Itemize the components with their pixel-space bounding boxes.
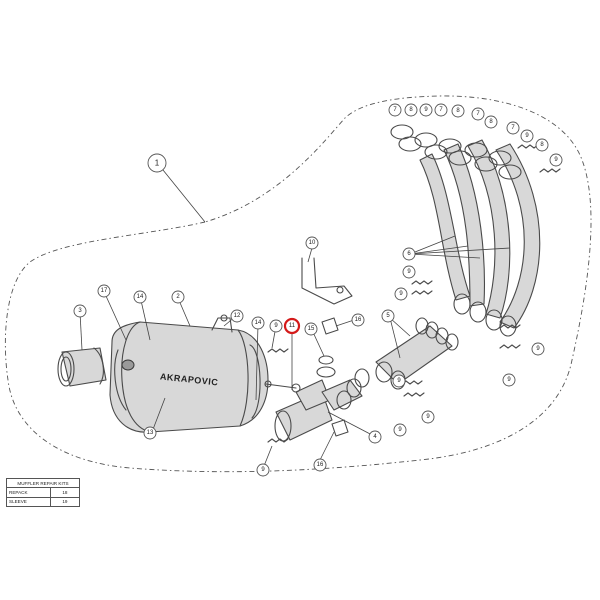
muffler-end-cap-bolt xyxy=(121,359,135,371)
mounting-bracket-part xyxy=(301,257,353,305)
callouts: 1 17 14 2 3 12 13 14 9 11 15 16 10 4 16 … xyxy=(73,103,563,477)
svg-text:5: 5 xyxy=(386,313,390,319)
svg-text:9: 9 xyxy=(407,269,411,275)
callout-15[interactable]: 15 xyxy=(304,322,318,336)
svg-text:2: 2 xyxy=(176,294,180,300)
leader-lines xyxy=(79,169,511,467)
callout-13[interactable]: 13 xyxy=(143,426,157,440)
tailpipe-tip-part xyxy=(57,347,107,387)
svg-text:1: 1 xyxy=(155,159,160,168)
callout-7-c[interactable]: 7 xyxy=(471,107,485,121)
svg-text:8: 8 xyxy=(456,108,460,114)
callout-9-a[interactable]: 9 xyxy=(269,319,283,333)
callout-6[interactable]: 6 xyxy=(402,247,416,261)
table-row: SLEEVE 19 xyxy=(6,496,81,508)
svg-text:9: 9 xyxy=(536,346,540,352)
header-pipes-part xyxy=(390,124,541,337)
callout-17[interactable]: 17 xyxy=(97,284,111,298)
assembly-boundary-outline xyxy=(4,95,592,473)
callout-8-a[interactable]: 8 xyxy=(404,103,418,117)
callout-9-e[interactable]: 9 xyxy=(531,342,545,356)
svg-text:17: 17 xyxy=(101,288,108,294)
callout-8-b[interactable]: 8 xyxy=(451,104,465,118)
svg-text:13: 13 xyxy=(147,430,154,436)
svg-text:9: 9 xyxy=(397,378,401,384)
callout-7-d[interactable]: 7 xyxy=(506,121,520,135)
svg-text:12: 12 xyxy=(234,313,241,319)
muffler-part: AKRAPOVIC xyxy=(109,314,269,433)
callout-8-d[interactable]: 8 xyxy=(535,138,549,152)
svg-text:8: 8 xyxy=(409,107,413,113)
callout-3[interactable]: 3 xyxy=(73,304,87,318)
callout-1[interactable]: 1 xyxy=(147,153,167,173)
callout-4[interactable]: 4 xyxy=(368,430,382,444)
svg-text:10: 10 xyxy=(309,240,316,246)
svg-text:4: 4 xyxy=(373,434,377,440)
svg-text:7: 7 xyxy=(511,125,515,131)
svg-text:9: 9 xyxy=(424,107,428,113)
repair-kit-label: SLEEVE xyxy=(6,496,51,508)
table-row: REPACK 18 xyxy=(6,487,81,498)
callout-9-b[interactable]: 9 xyxy=(256,463,270,477)
callout-14[interactable]: 14 xyxy=(133,290,147,304)
svg-text:9: 9 xyxy=(554,157,558,163)
clamps-part xyxy=(316,317,349,437)
callout-9-l[interactable]: 9 xyxy=(549,153,563,167)
svg-text:7: 7 xyxy=(393,107,397,113)
collector-part xyxy=(375,317,459,390)
svg-text:8: 8 xyxy=(540,142,544,148)
repair-kits-title: MUFFLER REPAIR KITS xyxy=(6,477,80,489)
repair-kit-value: 18 xyxy=(49,487,81,498)
svg-text:9: 9 xyxy=(426,414,430,420)
callout-9-f[interactable]: 9 xyxy=(502,373,516,387)
repair-kit-value: 19 xyxy=(49,496,81,508)
callout-5[interactable]: 5 xyxy=(381,309,395,323)
svg-text:7: 7 xyxy=(476,111,480,117)
callout-8-c[interactable]: 8 xyxy=(484,115,498,129)
callout-9-g[interactable]: 9 xyxy=(392,374,406,388)
springs-part xyxy=(267,144,561,443)
svg-text:9: 9 xyxy=(507,377,511,383)
link-pipe-part xyxy=(264,368,370,442)
callout-9-j[interactable]: 9 xyxy=(419,103,433,117)
svg-text:16: 16 xyxy=(317,462,324,468)
callout-7-b[interactable]: 7 xyxy=(434,103,448,117)
callout-14b[interactable]: 14 xyxy=(251,316,265,330)
svg-text:3: 3 xyxy=(78,308,82,314)
svg-text:9: 9 xyxy=(261,467,265,473)
svg-text:9: 9 xyxy=(398,427,402,433)
callout-12[interactable]: 12 xyxy=(230,309,244,323)
callout-7-a[interactable]: 7 xyxy=(388,103,402,117)
svg-text:9: 9 xyxy=(274,323,278,329)
callout-9-h[interactable]: 9 xyxy=(421,410,435,424)
callout-16-b[interactable]: 16 xyxy=(313,458,327,472)
callout-9-k[interactable]: 9 xyxy=(520,129,534,143)
callout-16-a[interactable]: 16 xyxy=(351,313,365,327)
repair-kits-table: MUFFLER REPAIR KITS REPACK 18 SLEEVE 19 xyxy=(6,477,81,508)
callout-9-d[interactable]: 9 xyxy=(394,287,408,301)
callout-9-i[interactable]: 9 xyxy=(393,423,407,437)
svg-text:9: 9 xyxy=(399,291,403,297)
callout-2[interactable]: 2 xyxy=(171,290,185,304)
svg-text:14: 14 xyxy=(255,320,262,326)
svg-text:7: 7 xyxy=(439,107,443,113)
repair-kit-label: REPACK xyxy=(6,487,51,498)
svg-text:11: 11 xyxy=(289,323,296,329)
callout-10[interactable]: 10 xyxy=(305,236,319,250)
callout-9-c[interactable]: 9 xyxy=(402,265,416,279)
svg-text:8: 8 xyxy=(489,119,493,125)
svg-text:6: 6 xyxy=(407,251,411,257)
svg-text:14: 14 xyxy=(137,294,144,300)
svg-text:15: 15 xyxy=(308,326,315,332)
svg-text:16: 16 xyxy=(355,317,362,323)
svg-text:9: 9 xyxy=(525,133,529,139)
callout-11-highlighted[interactable]: 11 xyxy=(283,317,301,335)
